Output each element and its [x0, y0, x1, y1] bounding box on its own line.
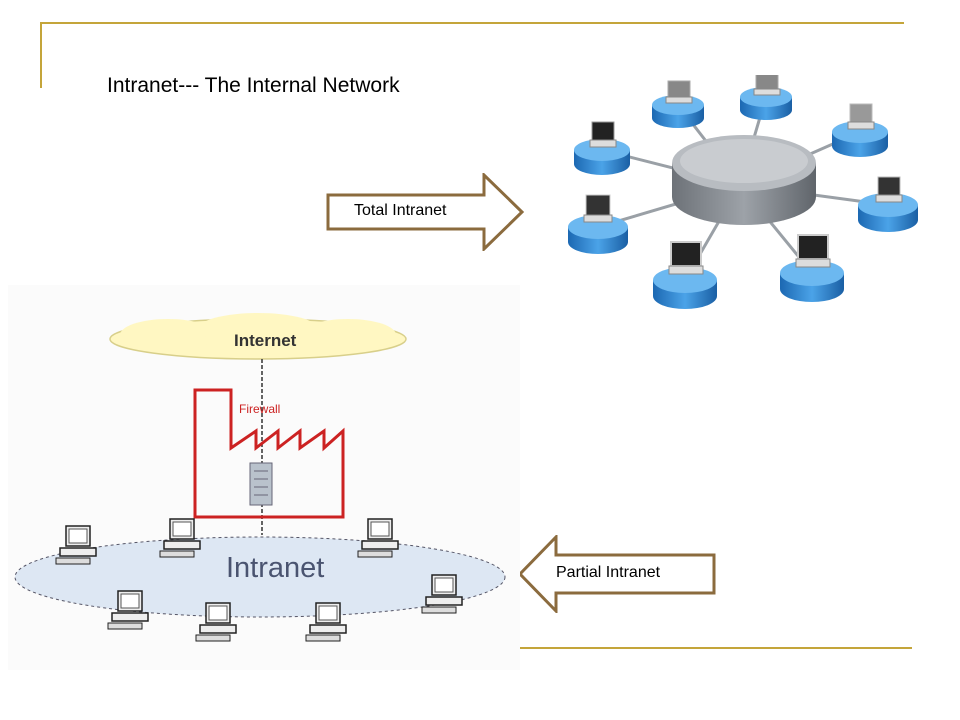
network-node-icon — [652, 80, 704, 128]
internet-label: Internet — [234, 331, 297, 350]
partial-intranet-arrow — [518, 535, 716, 613]
network-node-icon — [740, 75, 792, 120]
computer-icon — [421, 574, 463, 614]
total-intranet-label: Total Intranet — [354, 202, 447, 219]
slide-title: Intranet--- The Internal Network — [107, 74, 400, 97]
internet-cloud-shape — [109, 313, 407, 360]
top-accent-line — [40, 22, 904, 24]
network-node-icon — [653, 241, 717, 309]
bottom-accent-line — [520, 647, 912, 649]
partial-intranet-label: Partial Intranet — [556, 564, 661, 581]
firewall-wall-shape — [193, 388, 345, 519]
intranet-label: Intranet — [226, 552, 324, 584]
computer-icon — [107, 590, 149, 630]
firewall-label: Firewall — [239, 402, 280, 416]
total-intranet-hub-figure — [568, 75, 918, 309]
computer-icon — [357, 518, 399, 558]
left-accent-line — [40, 22, 42, 88]
computer-icon — [305, 602, 347, 642]
network-node-icon — [574, 121, 630, 175]
computer-icon — [159, 518, 201, 558]
network-node-icon — [780, 234, 844, 302]
hub-server-icon — [672, 135, 816, 225]
network-node-icon — [832, 103, 888, 157]
total-intranet-arrow — [326, 173, 525, 251]
computer-icon — [55, 525, 97, 565]
partial-intranet-diagram: Internet Firewall Intranet — [8, 285, 520, 670]
network-node-icon — [568, 194, 628, 254]
network-node-icon — [858, 176, 918, 232]
server-icon — [249, 462, 273, 506]
computer-icon — [195, 602, 237, 642]
